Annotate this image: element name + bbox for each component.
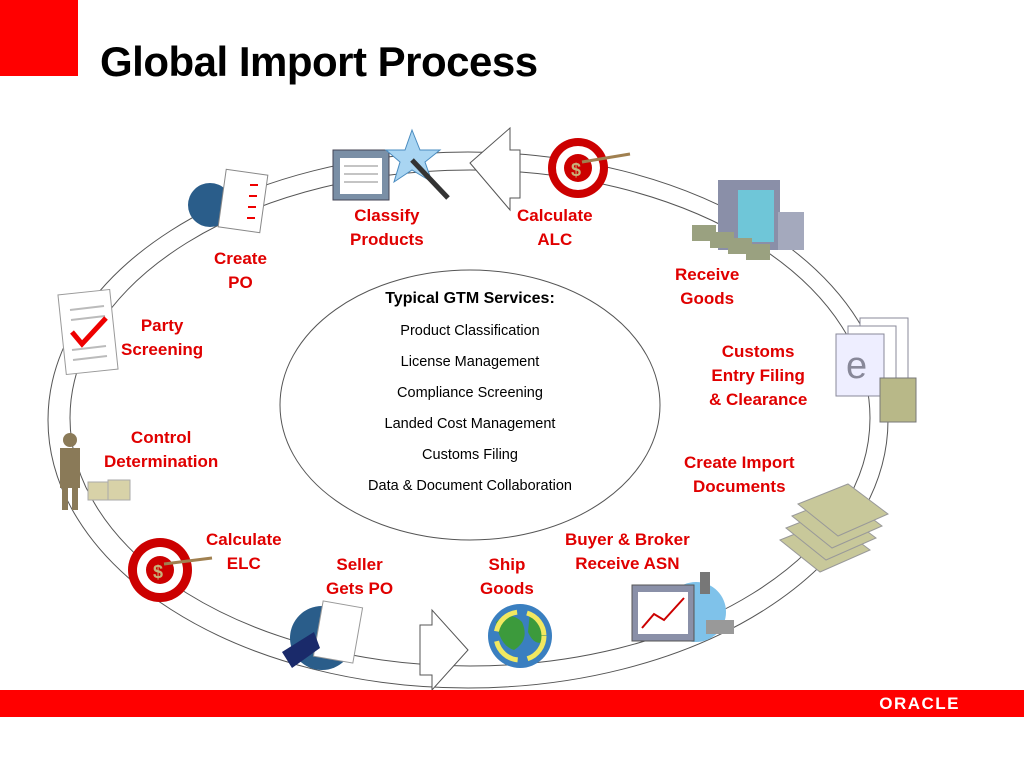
document-checklist-icon (188, 168, 269, 234)
corner-accent (0, 0, 78, 76)
documents-stack-icon (779, 483, 889, 573)
catalog-wand-icon (332, 128, 450, 201)
top-arrow (469, 126, 521, 212)
bottom-arrow (419, 608, 469, 692)
svg-text:$: $ (571, 160, 581, 180)
service-item: Compliance Screening (397, 385, 543, 401)
services-heading: Typical GTM Services: (385, 290, 555, 307)
service-item: Data & Document Collaboration (368, 478, 572, 494)
globe-arrows-icon (488, 604, 552, 668)
page-title: Global Import Process (100, 38, 538, 85)
service-item: Landed Cost Management (384, 416, 556, 432)
oracle-logo: ORACLE (879, 694, 960, 713)
warehouse-trucks-icon (692, 180, 804, 260)
target-dollar-icon: $ (548, 138, 631, 198)
e-document-icon: e (835, 317, 917, 423)
svg-text:$: $ (153, 562, 163, 582)
checkmark-document-icon (57, 288, 119, 376)
service-item: Customs Filing (422, 447, 518, 463)
services-ellipse (279, 269, 661, 541)
target-dollar-icon: $ (128, 538, 213, 602)
computer-chart-icon (631, 572, 734, 642)
footer-bar (0, 690, 1024, 717)
cycle-inner (69, 169, 871, 667)
handshake-document-icon (282, 600, 364, 670)
svg-text:e: e (846, 345, 867, 387)
service-item: Product Classification (400, 323, 540, 339)
service-item: License Management (400, 354, 540, 370)
businessman-boxes-icon (60, 433, 131, 510)
services-list: Typical GTM Services: Product Classifica… (330, 290, 610, 502)
